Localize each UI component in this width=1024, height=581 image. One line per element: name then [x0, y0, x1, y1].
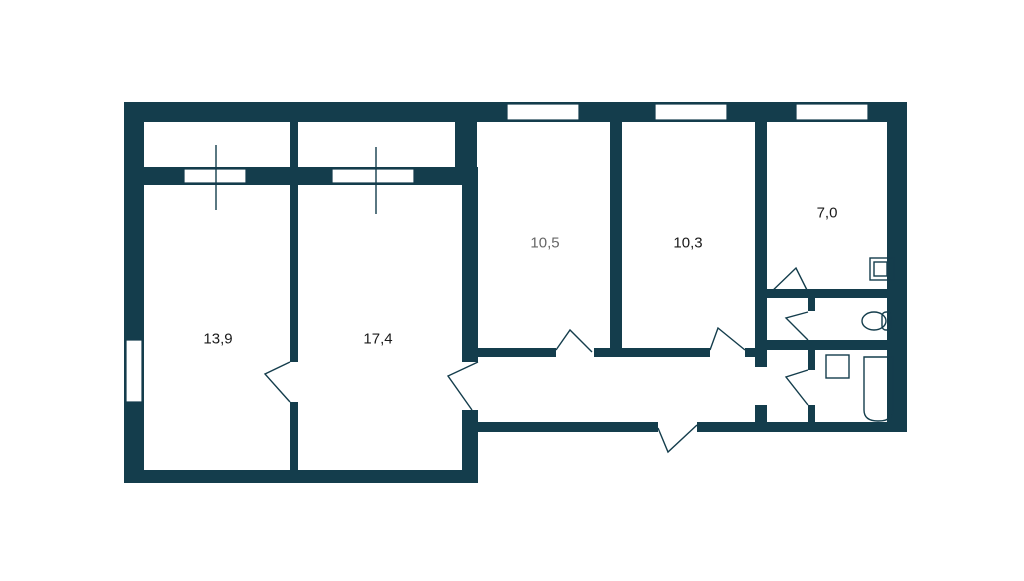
toilet-icon [861, 311, 892, 331]
room-area-label: 7,0 [816, 204, 838, 222]
room-area-label: 10,3 [673, 234, 703, 252]
walls [124, 102, 907, 483]
bathtub-icon [863, 356, 894, 422]
kitchen-sink-icon [869, 257, 895, 281]
doors [263, 266, 809, 454]
room-area-label: 17,4 [363, 330, 393, 348]
bath-sink-icon [825, 354, 850, 379]
room-area-label: 10,5 [530, 234, 560, 252]
room-area-label: 13,9 [203, 330, 233, 348]
windows [125, 103, 869, 403]
